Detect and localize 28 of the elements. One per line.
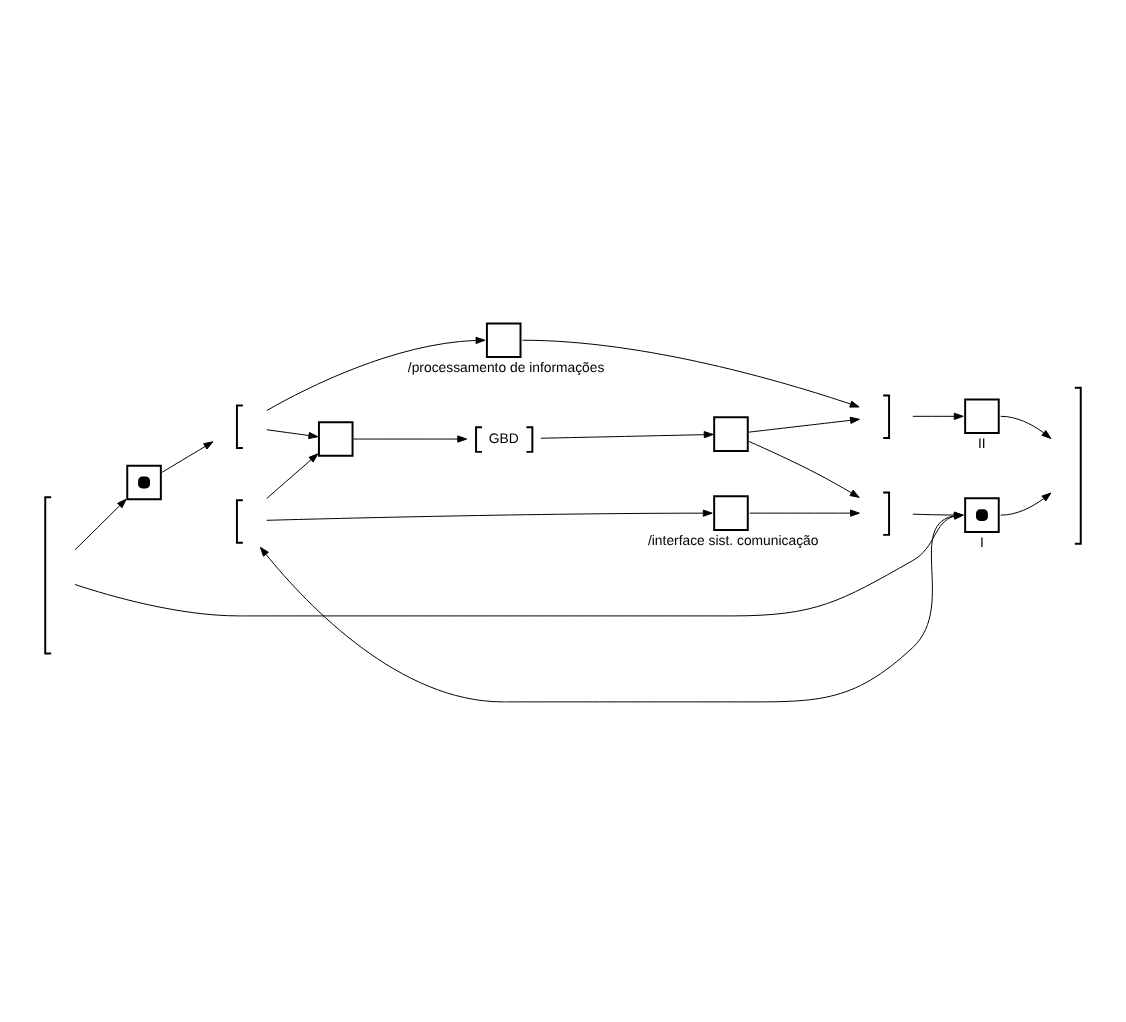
arrow (266, 508, 713, 520)
arrow (749, 508, 860, 516)
arrow (161, 440, 214, 472)
node-box (126, 463, 162, 500)
arrow (522, 338, 860, 407)
node-box (713, 494, 749, 530)
arrow (266, 428, 319, 439)
node-bracket (44, 495, 53, 654)
node-box (713, 415, 749, 451)
arrow (266, 452, 319, 498)
arrow (266, 335, 486, 410)
node-box (485, 321, 522, 357)
node-box (317, 420, 354, 456)
arrow (748, 439, 860, 497)
arrow (1000, 491, 1052, 515)
arrow (1000, 414, 1052, 438)
node-bracket (235, 498, 244, 543)
arrow (540, 430, 714, 438)
node-bracket (882, 490, 891, 535)
node-bracket (882, 393, 891, 439)
arrow (912, 411, 964, 419)
node-bracket (235, 403, 244, 448)
arrow (74, 497, 127, 550)
arrow (748, 415, 860, 432)
node-bracket (1073, 385, 1082, 544)
arrow (353, 434, 468, 442)
node-box (964, 397, 1000, 434)
node-box (964, 496, 1000, 532)
